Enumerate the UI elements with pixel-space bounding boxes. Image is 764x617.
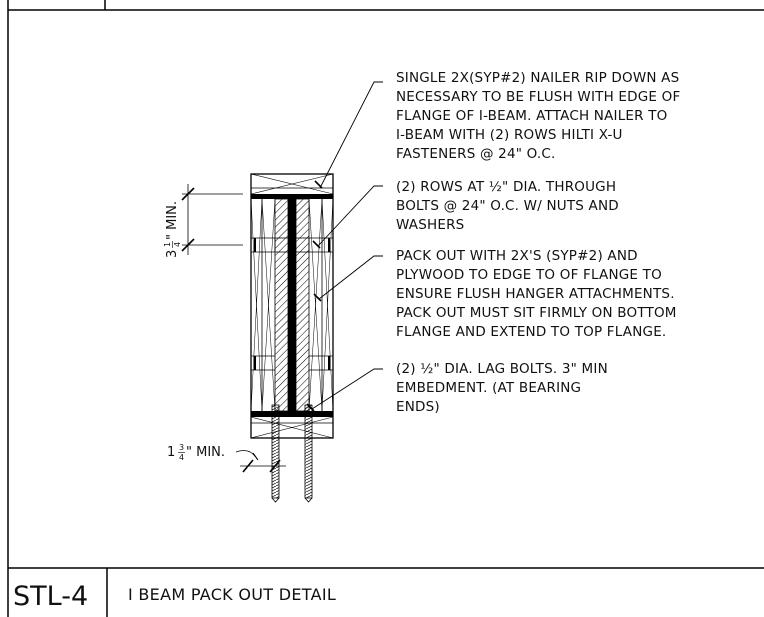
note-nailer: SINGLE 2X(SYP#2) NAILER RIP DOWN AS NECE… [396,70,680,162]
svg-text:PACK OUT MUST SIT FIRMLY ON BO: PACK OUT MUST SIT FIRMLY ON BOTTOM [396,305,677,321]
vertical-dimension: 3 1 4 " MIN. [163,184,243,258]
note-line: (2) ½" DIA. LAG BOLTS. 3" MIN [396,361,608,377]
pack-out-2x-lumber [250,198,334,412]
ibeam-web [288,199,296,411]
svg-text:(2) ½" DIA. LAG BOLTS. 3" MIN: (2) ½" DIA. LAG BOLTS. 3" MIN [396,361,608,377]
vertical-dim-suffix: " MIN. [165,201,180,240]
svg-text:ENSURE FLUSH HANGER ATTACHMENT: ENSURE FLUSH HANGER ATTACHMENTS. [396,286,675,302]
svg-text:PACK OUT WITH 2X'S (SYP#2) AND: PACK OUT WITH 2X'S (SYP#2) AND [396,248,638,264]
svg-text:I-BEAM WITH (2) ROWS HILTI X-U: I-BEAM WITH (2) ROWS HILTI X-U [396,127,623,143]
vertical-dim-whole: 3 [165,250,180,258]
note-line: I-BEAM WITH (2) ROWS HILTI X-U [396,127,623,143]
note-line: FASTENERS @ 24" O.C. [396,146,556,162]
vertical-dim-num: 1 [163,242,172,247]
note-line: PACK OUT WITH 2X'S (SYP#2) AND [396,248,638,264]
lag-bolt-right [304,404,313,499]
horizontal-dimension: 1 3 4 " MIN. [167,443,286,473]
plywood-left [274,198,289,412]
title-block: STL-4 I BEAM PACK OUT DETAIL [13,581,336,612]
bottom-nailer [250,416,334,439]
horizontal-dim-suffix: " MIN. [186,445,225,460]
svg-text:FASTENERS @ 24" O.C.: FASTENERS @ 24" O.C. [396,146,556,162]
svg-text:ENDS): ENDS) [396,399,440,415]
note-line: EMBEDMENT. (AT BEARING [396,380,581,396]
lag-bolt-left [271,404,280,499]
note-lag-bolts: (2) ½" DIA. LAG BOLTS. 3" MIN EMBEDMENT.… [396,361,608,415]
detail-tag: STL-4 [13,581,88,612]
svg-text:SINGLE 2X(SYP#2) NAILER RIP DO: SINGLE 2X(SYP#2) NAILER RIP DOWN AS [396,70,679,86]
vertical-dim-den: 4 [173,242,182,247]
note-line: PLYWOOD TO EDGE TO OF FLANGE TO [396,267,662,283]
through-bolt-band [274,237,310,253]
note-through-bolts: (2) ROWS AT ½" DIA. THROUGH BOLTS @ 24" … [396,179,619,233]
lag-bolts [271,404,313,503]
note-line: WASHERS [396,217,464,233]
bottom-flange [251,411,333,417]
note-line: SINGLE 2X(SYP#2) NAILER RIP DOWN AS [396,70,679,86]
note-line: BOLTS @ 24" O.C. W/ NUTS AND [396,198,619,214]
svg-text:WASHERS: WASHERS [396,217,464,233]
sheet-frame [7,0,764,617]
note-line: ENDS) [396,399,440,415]
svg-text:(2) ROWS AT ½" DIA. THROUGH: (2) ROWS AT ½" DIA. THROUGH [396,179,616,195]
note-line: ENSURE FLUSH HANGER ATTACHMENTS. [396,286,675,302]
note-line: FLANGE OF I-BEAM. ATTACH NAILER TO [396,108,668,124]
ibeam-assembly [250,173,334,503]
svg-text:EMBEDMENT. (AT BEARING: EMBEDMENT. (AT BEARING [396,380,581,396]
horizontal-dim-den: 4 [179,453,184,462]
svg-text:FLANGE AND EXTEND TO TOP FLANG: FLANGE AND EXTEND TO TOP FLANGE. [396,324,666,340]
through-bolt-marks [254,238,330,370]
leader-lines [306,81,383,412]
plywood-right [295,198,310,412]
pack-out-outline [250,173,334,439]
top-nailer [250,173,334,195]
horizontal-dim-whole: 1 [167,445,175,460]
svg-text:PLYWOOD TO EDGE TO OF FLANGE T: PLYWOOD TO EDGE TO OF FLANGE TO [396,267,662,283]
horizontal-dim-num: 3 [179,443,184,452]
note-line: PACK OUT MUST SIT FIRMLY ON BOTTOM [396,305,677,321]
note-line: FLANGE AND EXTEND TO TOP FLANGE. [396,324,666,340]
top-flange [251,194,333,199]
svg-text:BOLTS @ 24" O.C. W/ NUTS AND: BOLTS @ 24" O.C. W/ NUTS AND [396,198,619,214]
note-line: NECESSARY TO BE FLUSH WITH EDGE OF [396,89,680,105]
svg-text:NECESSARY TO BE FLUSH WITH EDG: NECESSARY TO BE FLUSH WITH EDGE OF [396,89,680,105]
note-line: (2) ROWS AT ½" DIA. THROUGH [396,179,616,195]
note-pack-out: PACK OUT WITH 2X'S (SYP#2) AND PLYWOOD T… [396,248,677,340]
svg-text:FLANGE OF I-BEAM. ATTACH NAIL: FLANGE OF I-BEAM. ATTACH NAILER TO [396,108,668,124]
detail-title: I BEAM PACK OUT DETAIL [128,585,336,604]
